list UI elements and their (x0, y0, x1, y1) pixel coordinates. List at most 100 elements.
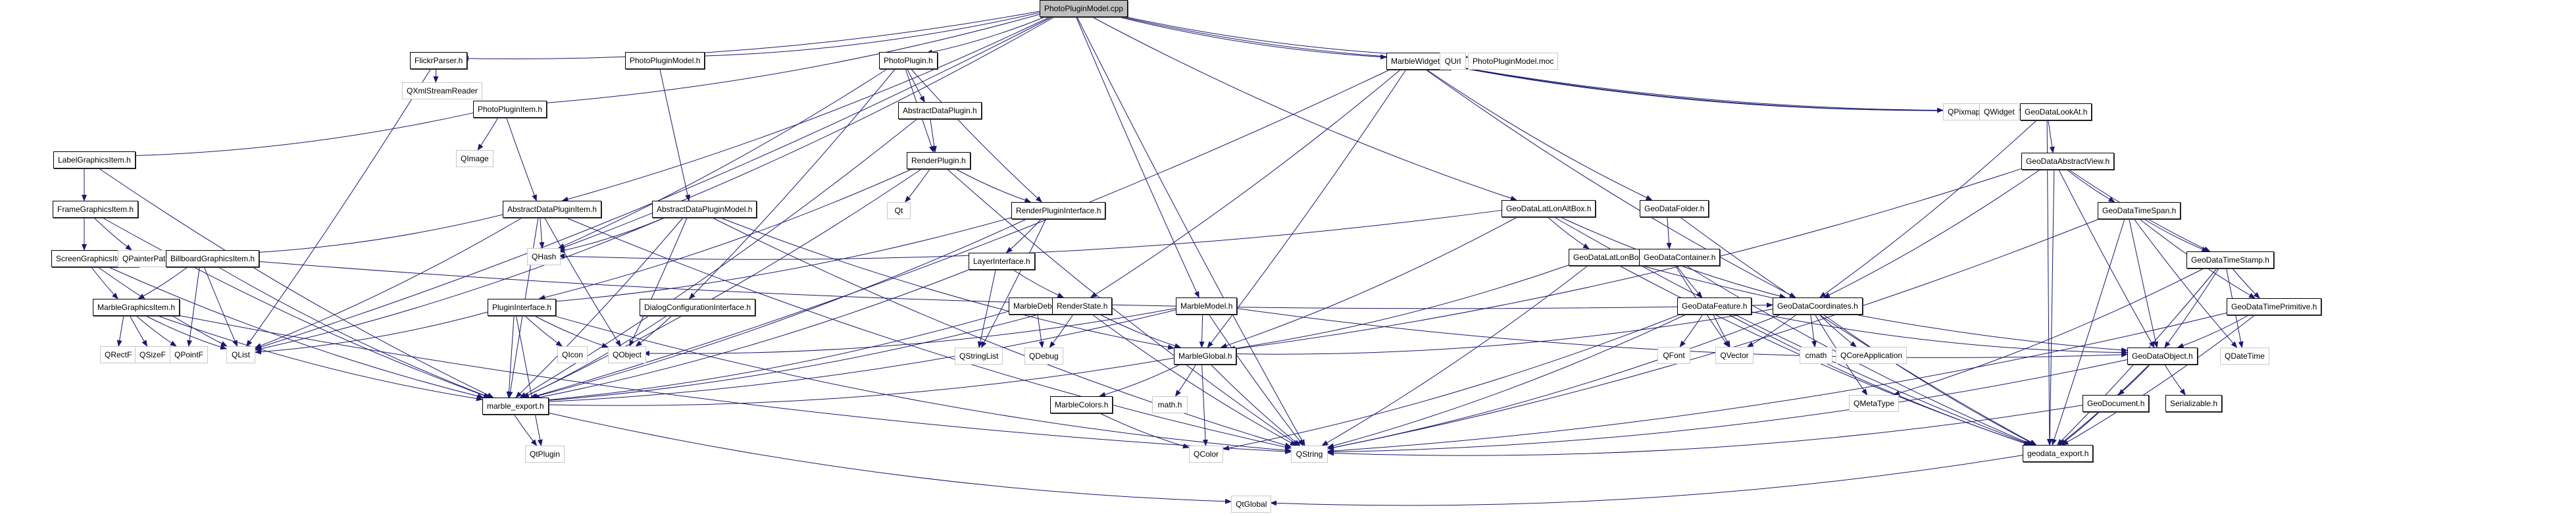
node-ppmodelh[interactable]: PhotoPluginModel.h (625, 52, 705, 69)
node-geocontainer[interactable]: GeoDataContainer.h (1639, 249, 1721, 266)
edge-geodocument-to-geodataexport (2059, 411, 2100, 446)
edge-plugini-to-qicon (524, 315, 563, 347)
node-plugini[interactable]: PluginInterface.h (488, 299, 557, 316)
edge-adpitem-to-qhash (539, 217, 545, 249)
node-qpixmap[interactable]: QPixmap (1943, 103, 1985, 120)
node-timespan[interactable]: GeoDataTimeSpan.h (2098, 202, 2181, 219)
node-geoobject[interactable]: GeoDataObject.h (2127, 348, 2198, 365)
edge-root-to-ppitem (533, 14, 1040, 107)
node-qrectf[interactable]: QRectF (100, 346, 137, 363)
node-marbleglobal[interactable]: MarbleGlobal.h (1174, 348, 1237, 365)
edge-latlonbox-to-geoobject (1631, 262, 2128, 353)
node-abstractview[interactable]: GeoDataAbstractView.h (2021, 153, 2115, 170)
node-qpainterpath[interactable]: QPainterPath (118, 250, 175, 267)
node-geocoords[interactable]: GeoDataCoordinates.h (1773, 297, 1863, 315)
node-qsizef[interactable]: QSizeF (135, 346, 171, 363)
node-qstring[interactable]: QString (1291, 446, 1328, 463)
node-geodataexport[interactable]: geodata_export.h (2023, 445, 2094, 462)
node-marblecolors[interactable]: MarbleColors.h (1050, 396, 1113, 413)
node-layeri[interactable]: LayerInterface.h (969, 253, 1035, 270)
edge-billboardgi-to-qpointf (187, 267, 200, 347)
edge-ppmodelh-to-adpmodel (659, 68, 691, 201)
node-ppmoc[interactable]: PhotoPluginModel.moc (1468, 53, 1559, 70)
edge-root-to-photoplugin (926, 16, 1045, 55)
node-dialogci[interactable]: DialogConfigurationInterface.h (640, 299, 756, 316)
edge-renderplugin-to-rpi (955, 168, 1032, 203)
node-qimage[interactable]: QImage (456, 150, 493, 167)
edge-marblemodel-to-marbleexport (533, 309, 1176, 405)
edge-marblewidget-to-qwidget (1437, 63, 1980, 113)
node-qobject[interactable]: QObject (608, 346, 647, 363)
node-marblegi[interactable]: MarbleGraphicsItem.h (93, 299, 180, 316)
node-qicon[interactable]: QIcon (557, 346, 588, 363)
node-qstringlist[interactable]: QStringList (955, 348, 1003, 365)
edge-marbledebug-to-marbleexport (533, 311, 1009, 403)
node-qcolor[interactable]: QColor (1189, 446, 1224, 463)
node-qdebug[interactable]: QDebug (1024, 348, 1063, 365)
node-cmath[interactable]: cmath (1800, 347, 1832, 364)
edge-root-to-qhash (558, 16, 1055, 250)
node-ppitem[interactable]: PhotoPluginItem.h (473, 101, 547, 118)
edge-timestamp-to-qmetatype (1892, 268, 2204, 396)
node-qmetatype[interactable]: QMetaType (1849, 395, 1900, 412)
node-timeprimitive[interactable]: GeoDataTimePrimitive.h (2227, 298, 2322, 315)
edge-root-to-latlonalt (1092, 16, 1517, 201)
edge-photoplugin-to-adplugin (907, 68, 925, 103)
node-root[interactable]: PhotoPluginModel.cpp (1040, 0, 1128, 17)
node-qpointf[interactable]: QPointF (170, 346, 209, 363)
node-flickr[interactable]: FlickrParser.h (410, 52, 468, 69)
edge-lookat-to-geocoords (1819, 120, 2037, 298)
edge-adplugin-to-renderplugin (930, 118, 937, 153)
node-qdatetime[interactable]: QDateTime (2220, 348, 2269, 365)
node-photoplugin[interactable]: PhotoPlugin.h (879, 52, 938, 69)
node-qurl[interactable]: QUrl (1440, 53, 1466, 70)
edge-rpi-to-marbleexport (531, 219, 1027, 399)
node-billboardgi[interactable]: BillboardGraphicsItem.h (166, 250, 260, 267)
node-timestamp[interactable]: GeoDataTimeStamp.h (2186, 251, 2274, 269)
node-qfont[interactable]: QFont (1657, 347, 1690, 364)
edge-marblegi-to-qstring (157, 311, 1292, 455)
node-serializable[interactable]: Serializable.h (2165, 395, 2223, 412)
node-geofolder[interactable]: GeoDataFolder.h (1640, 200, 1709, 217)
node-mathh[interactable]: math.h (1152, 396, 1188, 413)
node-lookat[interactable]: GeoDataLookAt.h (2020, 103, 2092, 120)
edge-marblewidget-to-marbleexport (530, 69, 1390, 399)
node-geodocument[interactable]: GeoDocument.h (2083, 395, 2150, 412)
node-rpi[interactable]: RenderPluginInterface.h (1011, 202, 1106, 219)
node-qwidget[interactable]: QWidget (1979, 103, 2019, 120)
node-qxml[interactable]: QXmlStreamReader (402, 82, 483, 99)
node-qt[interactable]: Qt (887, 202, 911, 219)
node-geofeature[interactable]: GeoDataFeature.h (1677, 297, 1752, 315)
edge-geodocument-to-qstring (1327, 405, 2083, 456)
edge-marblewidget-to-renderstate (1090, 69, 1401, 298)
edge-marbleglobal-to-marbleexport (533, 357, 1174, 407)
node-qcoreapp[interactable]: QCoreApplication (1836, 347, 1907, 364)
node-renderstate[interactable]: RenderState.h (1052, 297, 1113, 315)
node-qlist[interactable]: QList (226, 346, 255, 363)
edge-adpitem-to-qobject (544, 217, 621, 347)
node-adpitem[interactable]: AbstractDataPluginItem.h (503, 201, 602, 218)
edge-plugini-to-qobject (534, 315, 609, 348)
edge-marblegi-to-qpointf (136, 315, 177, 347)
edge-geoobject-to-serializable (2164, 364, 2186, 396)
edge-abstractview-to-geoobject (2058, 169, 2155, 348)
node-framegi[interactable]: FrameGraphicsItem.h (53, 201, 139, 218)
edge-timeprimitive-to-geoobject (2177, 315, 2249, 348)
edge-geocoords-to-geodataexport (1823, 314, 2036, 446)
edge-screengi-to-marbleexport (109, 267, 484, 399)
node-renderplugin[interactable]: RenderPlugin.h (907, 152, 971, 169)
node-adpmodel[interactable]: AbstractDataPluginModel.h (652, 201, 757, 218)
node-qvector[interactable]: QVector (1715, 347, 1754, 364)
node-qtglobal[interactable]: QtGlobal (1231, 496, 1272, 513)
node-adplugin[interactable]: AbstractDataPlugin.h (898, 102, 982, 119)
edge-timespan-to-qstring (1327, 219, 2099, 450)
node-qhash[interactable]: QHash (527, 248, 561, 265)
node-qtplugin[interactable]: QtPlugin (525, 446, 565, 463)
node-labelgi[interactable]: LabelGraphicsItem.h (53, 151, 136, 168)
node-marblemodel[interactable]: MarbleModel.h (1176, 297, 1238, 315)
node-marbleexport[interactable]: marble_export.h (482, 398, 549, 415)
edge-marbledebug-to-qdebug (1037, 314, 1044, 348)
edge-marblewidget-to-qpixmap (1437, 63, 1944, 113)
node-latlonalt[interactable]: GeoDataLatLonAltBox.h (1502, 200, 1596, 217)
